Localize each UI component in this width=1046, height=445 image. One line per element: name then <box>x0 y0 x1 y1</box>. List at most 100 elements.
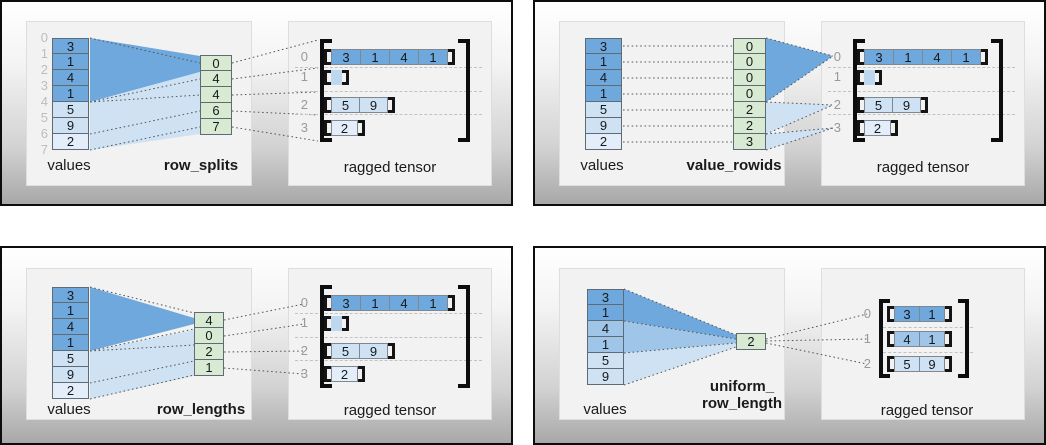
value-cell: 2 <box>585 134 622 150</box>
close-bracket-icon <box>891 120 898 136</box>
tensor-cell: 9 <box>892 97 921 113</box>
tensor-row-empty <box>324 316 349 331</box>
tensor-row-index: 2 <box>863 356 871 371</box>
close-bracket-icon <box>448 295 455 311</box>
tensor-cell: 4 <box>894 331 920 347</box>
values-column: 3 1 4 1 5 9 2 <box>52 38 89 150</box>
dotted-connectors <box>89 37 319 151</box>
value-cell: 5 <box>52 102 89 118</box>
row-splits-cell: 0 <box>200 55 232 71</box>
mapping-wedge-light <box>624 343 736 385</box>
value-cell: 9 <box>587 369 624 385</box>
value-rowid-cell: 2 <box>733 102 766 118</box>
mapping-wedge-dark <box>624 289 736 339</box>
outer-close-bracket-icon <box>458 39 470 142</box>
tensor-cell: 9 <box>919 356 945 372</box>
row-separator <box>295 91 482 92</box>
open-bracket-icon <box>857 120 864 136</box>
outer-open-bracket-icon <box>879 299 890 378</box>
value-cell: 3 <box>587 289 624 305</box>
row-splits-cell: 6 <box>200 103 232 119</box>
tensor-cell: 1 <box>919 306 945 322</box>
tensor-cell: 5 <box>864 97 893 113</box>
dotted-connectors <box>623 288 868 386</box>
tensor-row-index: 2 <box>833 97 841 112</box>
outer-open-bracket-icon <box>853 39 865 142</box>
value-index: 6 <box>40 126 48 141</box>
row-separator <box>828 114 1015 115</box>
row-length-cell: 1 <box>194 360 224 376</box>
row-separator <box>295 337 482 338</box>
close-bracket-icon <box>448 49 455 65</box>
tensor-row: 5 9 <box>324 343 395 359</box>
open-bracket-icon <box>887 356 894 372</box>
value-cell: 1 <box>52 335 89 351</box>
tensor-row: 3 1 4 1 <box>857 49 988 65</box>
connector-overlay <box>623 288 868 386</box>
outer-close-bracket-icon <box>958 299 969 378</box>
tensor-row-index: 3 <box>300 366 308 381</box>
connector-overlay <box>89 286 305 400</box>
row-separator <box>295 67 482 68</box>
row-splits-cell: 4 <box>200 87 232 103</box>
close-bracket-icon <box>388 97 395 113</box>
tensor-row-index: 1 <box>300 69 308 84</box>
close-bracket-icon <box>981 49 988 65</box>
value-cell: 5 <box>52 351 89 367</box>
tensor-row-index: 0 <box>863 306 871 321</box>
values-column: 3 1 4 1 5 9 2 <box>52 287 89 399</box>
close-bracket-icon <box>342 70 349 85</box>
tensor-cell: 2 <box>331 366 358 382</box>
value-index: 5 <box>40 110 48 125</box>
uniform-row-length-cell-wrap: 2 <box>736 333 766 350</box>
result-label: ragged tensor <box>880 402 974 419</box>
tensor-cell: 4 <box>389 295 419 311</box>
panel-row-splits: 0 1 2 3 4 5 6 7 3 1 4 1 5 9 2 0 4 4 6 7 … <box>0 0 513 206</box>
open-bracket-icon <box>324 316 331 331</box>
tensor-row-index: 1 <box>863 331 871 346</box>
row-splits-cell: 4 <box>200 71 232 87</box>
row-separator <box>295 313 482 314</box>
tensor-row-index: 1 <box>833 69 841 84</box>
connector-overlay <box>89 37 319 151</box>
open-bracket-icon <box>857 49 864 65</box>
value-rowid-cell: 0 <box>733 54 766 70</box>
tensor-cell: 1 <box>951 49 981 65</box>
outer-close-bracket-icon <box>458 285 470 388</box>
tensor-row-index: 0 <box>300 49 308 64</box>
row-separator <box>295 360 482 361</box>
open-bracket-icon <box>887 331 894 347</box>
close-bracket-icon <box>358 120 365 136</box>
values-label: values <box>47 401 91 418</box>
close-bracket-icon <box>875 70 882 85</box>
value-rowid-cell: 0 <box>733 86 766 102</box>
value-cell: 4 <box>52 319 89 335</box>
close-bracket-icon <box>945 306 952 322</box>
empty-row-fill <box>331 70 342 85</box>
value-cell: 9 <box>52 118 89 134</box>
tensor-cell: 1 <box>919 331 945 347</box>
open-bracket-icon <box>324 366 331 382</box>
open-bracket-icon <box>324 120 331 136</box>
tensor-cell: 2 <box>864 120 891 136</box>
value-cell: 5 <box>587 353 624 369</box>
open-bracket-icon <box>887 306 894 322</box>
dotted-connectors <box>89 286 305 400</box>
value-cell: 1 <box>585 86 622 102</box>
tensor-row: 5 9 <box>887 356 952 372</box>
mapping-wedge-medium <box>624 321 736 353</box>
open-bracket-icon <box>324 49 331 65</box>
row-length-cell: 0 <box>194 328 224 344</box>
tensor-row: 3 1 <box>887 306 952 322</box>
tensor-cell: 1 <box>418 49 448 65</box>
value-index: 2 <box>40 62 48 77</box>
close-bracket-icon <box>358 366 365 382</box>
values-column: 3 1 4 1 5 9 <box>587 289 624 385</box>
value-rowid-cell: 2 <box>733 118 766 134</box>
row-lengths-column: 4 0 2 1 <box>194 312 224 376</box>
mapping-wedge-dark <box>90 38 200 102</box>
tensor-row-index: 3 <box>300 120 308 135</box>
value-index: 4 <box>40 94 48 109</box>
uniform-row-length-cell: 2 <box>736 333 766 350</box>
